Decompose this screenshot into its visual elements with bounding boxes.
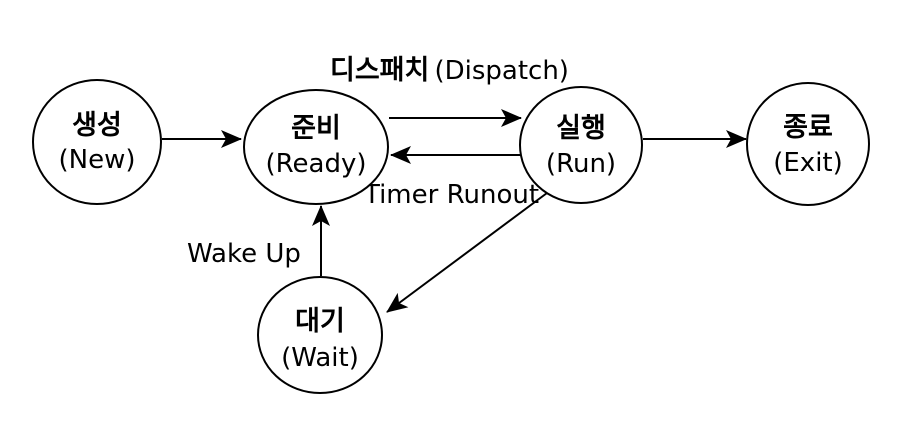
state-node-exit-label-ko: 종료 <box>783 112 833 143</box>
edge-run-to-wait-arrow <box>386 192 548 313</box>
edge-label-timer-runout: Timer Runout <box>363 180 539 210</box>
state-node-new-label-ko: 생성 <box>72 110 122 141</box>
state-node-exit-label-en: (Exit) <box>773 148 843 178</box>
state-node-ready-circle <box>243 89 389 205</box>
state-node-run-circle <box>519 86 643 204</box>
state-node-wait-circle <box>257 276 383 394</box>
state-node-exit-circle <box>746 82 870 206</box>
edge-label-wake-up: Wake Up <box>187 239 301 269</box>
edge-label-dispatch: 디스패치 (Dispatch) <box>330 55 569 86</box>
edge-label-dispatch-ko: 디스패치 <box>330 55 429 86</box>
state-node-run-label-en: (Run) <box>546 149 616 179</box>
state-node-wait-label-en: (Wait) <box>281 343 359 373</box>
state-node-wait-label-ko: 대기 <box>295 306 345 337</box>
state-node-new-label-en: (New) <box>59 145 136 175</box>
state-node-ready-label-en: (Ready) <box>265 149 366 179</box>
state-node-new-circle <box>32 79 162 205</box>
state-node-run-label-ko: 실행 <box>556 113 606 144</box>
edge-label-dispatch-en: (Dispatch) <box>434 56 568 86</box>
state-node-ready-label-ko: 준비 <box>291 113 341 144</box>
